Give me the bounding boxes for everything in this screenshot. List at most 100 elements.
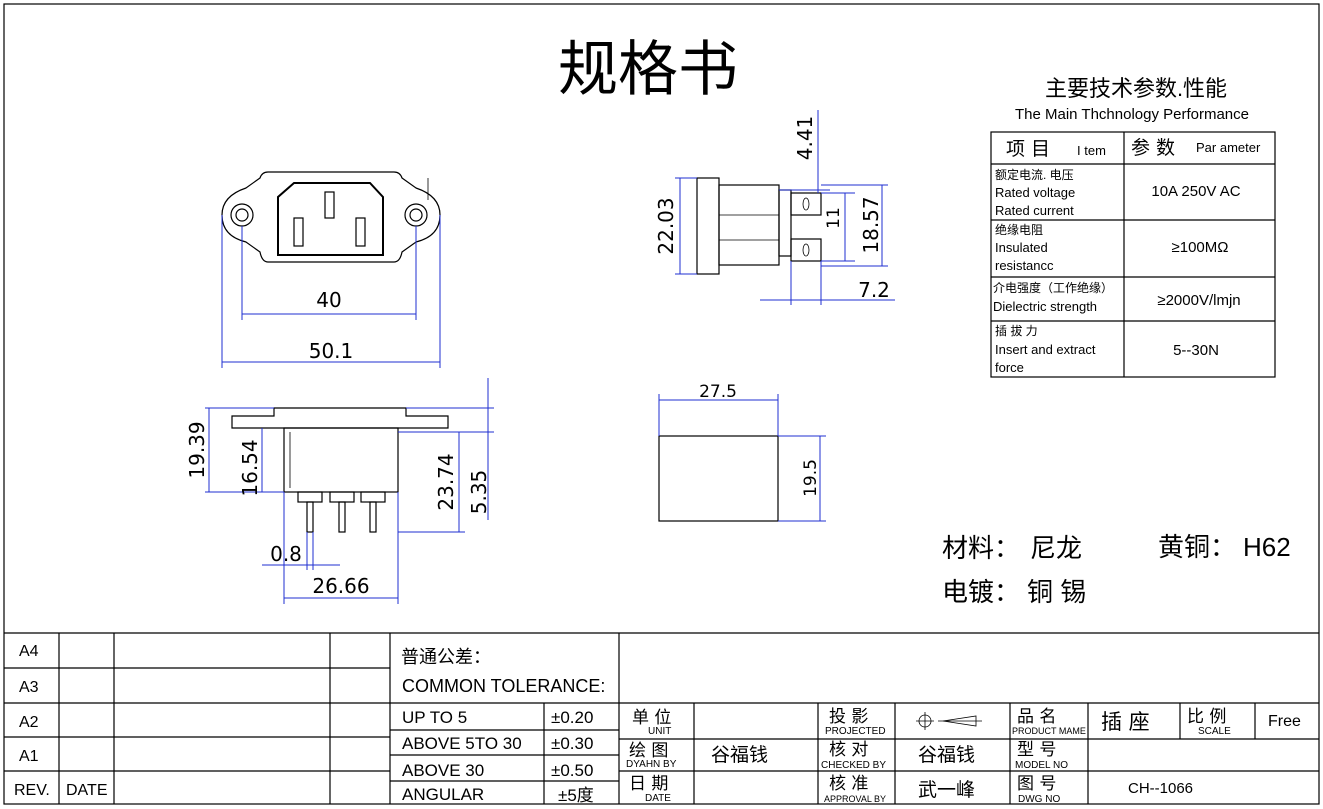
dim-16-54: 16.54: [238, 439, 262, 496]
mount-hole-left: [230, 203, 254, 227]
side-body: [718, 184, 780, 266]
tol-range-1: ABOVE 5TO 30: [402, 734, 522, 753]
dim-11: 11: [824, 207, 844, 229]
performance-table: 主要技术参数.性能 The Main Thchnology Performanc…: [990, 76, 1276, 378]
row-2-value: ≥2000V/lmjn: [1157, 292, 1240, 309]
col-param-en: Par ameter: [1196, 140, 1261, 155]
drawn-en: DYAHN BY: [626, 759, 677, 770]
projected-cn: 投 影: [829, 707, 868, 727]
row-0-value: 10A 250V AC: [1151, 183, 1240, 200]
title-block: A4 A3 A2 A1 REV. DATE 普通公差： COMMON TOLER…: [4, 632, 1319, 805]
tol-value-3: ±5度: [558, 786, 594, 805]
tol-value-2: ±0.50: [551, 761, 593, 780]
tol-value-0: ±0.20: [551, 708, 593, 727]
tol-range-2: ABOVE 30: [402, 761, 484, 780]
rev-a3: A3: [19, 679, 39, 696]
brass-value: H62: [1243, 532, 1291, 562]
product-value: 插 座: [1101, 710, 1150, 734]
dim-5-35: 5.35: [467, 470, 491, 515]
dwg-value: CH--1066: [1128, 780, 1193, 797]
pin-center: [338, 501, 346, 533]
scale-value: Free: [1268, 713, 1301, 730]
dim-19-39: 19.39: [185, 421, 209, 478]
row-0-label-en1: Rated voltage: [995, 185, 1075, 200]
checked-value: 谷福钱: [918, 744, 975, 766]
dwg-en: DWG NO: [1018, 794, 1060, 805]
row-1-value: ≥100MΩ: [1172, 239, 1229, 256]
pin-left: [306, 501, 314, 533]
row-1-label-en2: resistancc: [995, 258, 1054, 273]
mount-hole-left-inner: [235, 208, 249, 222]
date-en: DATE: [645, 793, 671, 804]
mount-hole-right: [404, 203, 428, 227]
date-label: DATE: [66, 782, 107, 799]
side-view: 4.41 22.03 11 18.57 7.2: [654, 110, 895, 305]
approval-en: APPROVAL BY: [824, 794, 886, 804]
plating-label: 电镀：: [942, 577, 1020, 607]
row-1-label-cn: 绝缘电阻: [995, 222, 1043, 237]
dim-27-5: 27.5: [699, 382, 737, 402]
terminal-top: [790, 192, 822, 216]
materials: 材料： 尼龙 黄铜： H62 电镀： 铜 锡: [942, 532, 1291, 607]
dim-23-74: 23.74: [434, 453, 458, 510]
row-2-label-cn: 介电强度（工作绝缘）: [993, 280, 1113, 295]
front-view: 40 50.1: [221, 171, 441, 368]
live-pin-slot: [293, 217, 304, 247]
row-2-label-en1: Dielectric strength: [993, 299, 1097, 314]
rev-a2: A2: [19, 714, 39, 731]
dwg-cn: 图 号: [1017, 774, 1056, 794]
checked-en: CHECKED BY: [821, 760, 886, 771]
unit-en: UNIT: [648, 726, 671, 737]
tol-range-0: UP TO 5: [402, 708, 467, 727]
profile-view: 19.39 16.54 23.74 5.35 0.8 26.66: [185, 378, 494, 604]
row-3-label-cn: 插 拔 力: [995, 323, 1038, 338]
model-cn: 型 号: [1017, 740, 1056, 760]
brass-label: 黄铜：: [1158, 532, 1236, 562]
checked-cn: 核 对: [829, 740, 868, 760]
dim-26-66: 26.66: [312, 574, 369, 598]
row-3-label-en2: force: [995, 360, 1024, 375]
unit-cn: 单 位: [632, 708, 671, 728]
tolerance-en: COMMON TOLERANCE:: [402, 676, 605, 696]
model-en: MODEL NO: [1015, 760, 1068, 771]
dim-50-1: 50.1: [309, 339, 354, 363]
neutral-pin-slot: [355, 217, 366, 247]
rev-label: REV.: [14, 782, 50, 799]
side-flange: [696, 177, 720, 275]
drawn-cn: 绘 图: [629, 741, 668, 761]
sheet-border: [3, 3, 1320, 805]
date-cn: 日 期: [629, 774, 668, 794]
profile-body: [283, 427, 399, 493]
performance-heading-cn: 主要技术参数.性能: [1045, 76, 1227, 101]
col-param-cn: 参 数: [1131, 137, 1175, 159]
col-item-cn: 项 目: [1006, 138, 1050, 160]
profile-flange: [231, 407, 449, 429]
material-label: 材料：: [942, 533, 1020, 563]
performance-heading-en: The Main Thchnology Performance: [1015, 106, 1249, 123]
tol-value-1: ±0.30: [551, 734, 593, 753]
scale-en: SCALE: [1198, 726, 1231, 737]
dim-19-5: 19.5: [801, 459, 821, 497]
dim-18-57: 18.57: [859, 196, 883, 253]
top-view-body: [658, 435, 779, 522]
rev-a4: A4: [19, 643, 39, 660]
page-title: 规格书: [558, 35, 738, 105]
tol-range-3: ANGULAR: [402, 785, 484, 804]
pin-right: [369, 501, 377, 533]
dim-4-41: 4.41: [793, 116, 817, 161]
projected-en: PROJECTED: [825, 726, 886, 737]
plating-value: 铜 锡: [1027, 577, 1086, 607]
rev-a1: A1: [19, 748, 39, 765]
mount-hole-right-inner: [409, 208, 423, 222]
dim-22-03: 22.03: [654, 197, 678, 254]
flange-outline: [221, 171, 441, 263]
row-0-label-cn: 额定电流. 电压: [995, 167, 1074, 182]
scale-cn: 比 例: [1187, 707, 1226, 727]
dim-0-8: 0.8: [270, 542, 302, 566]
dim-40: 40: [316, 288, 341, 312]
row-3-value: 5--30N: [1173, 342, 1219, 359]
tolerance-cn: 普通公差：: [401, 647, 491, 668]
row-1-label-en1: Insulated: [995, 240, 1048, 255]
row-3-label-en1: Insert and extract: [995, 342, 1096, 357]
